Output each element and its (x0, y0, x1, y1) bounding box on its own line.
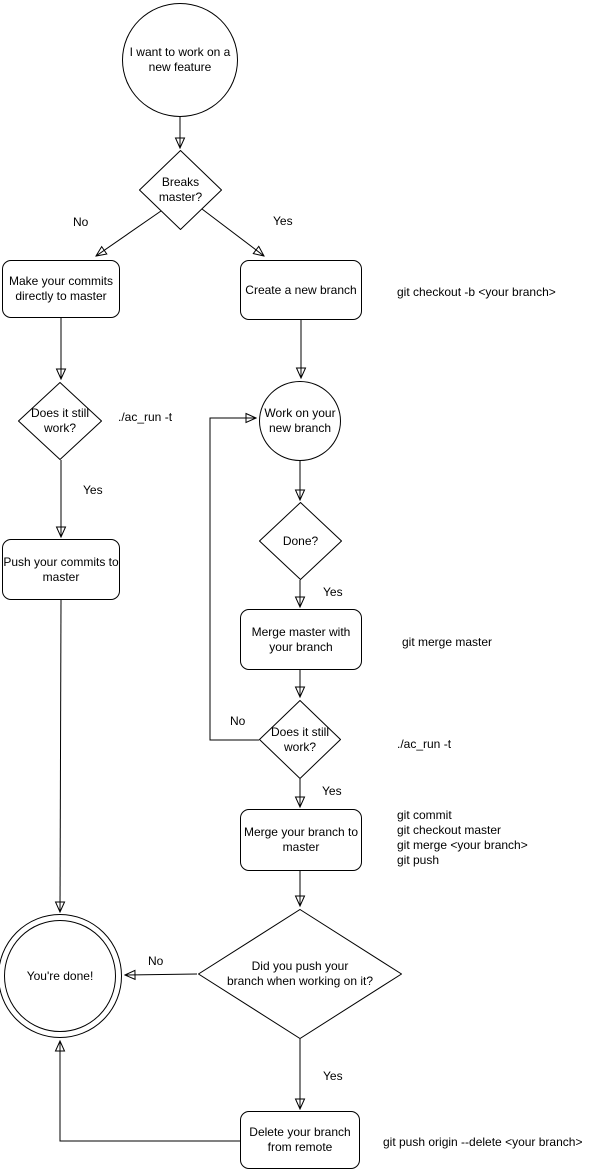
annotation-ac-run-left: ./ac_run -t (118, 410, 173, 424)
diamond-shape (198, 909, 402, 1039)
work-branch-node: Work on your new branch (259, 381, 341, 461)
edge-label-did-push-yes: Yes (322, 1069, 344, 1084)
annotation-delete-cmd: git push origin --delete <your branch> (383, 1135, 583, 1149)
still-work-left-decision: Does it still work? (18, 382, 102, 460)
edge-label-breaks-no: No (72, 215, 90, 230)
edge-label-still-right-yes: Yes (321, 784, 343, 799)
edge-label-done-yes: Yes (322, 585, 344, 600)
edge-delete-loop-to-done (60, 1041, 240, 1142)
diamond-shape (139, 150, 222, 230)
node-label: Does it still work? (270, 724, 329, 754)
node-label: Make your commits directly to master (8, 274, 114, 303)
push-commits-node: Push your commits to master (2, 539, 120, 600)
node-label: Does it still work? (30, 406, 89, 435)
delete-remote-node: Delete your branch from remote (240, 1111, 360, 1169)
node-label: Breaks master? (158, 175, 203, 204)
node-label: Delete your branch from remote (249, 1125, 351, 1154)
annotation-line: git merge <your branch> (397, 838, 528, 852)
node-label: Did you push your branch when working on… (226, 959, 374, 988)
annotation-merge-branch-cmds: git commit git checkout master git merge… (397, 808, 528, 868)
did-push-decision: Did you push your branch when working on… (198, 909, 402, 1039)
node-label: You're done! (26, 968, 94, 983)
edge-didpush-no (125, 974, 198, 975)
node-label: I want to work on a new feature (129, 45, 231, 74)
done-decision: Done? (259, 502, 342, 580)
still-work-right-decision: Does it still work? (259, 700, 341, 779)
node-label: Work on your new branch (264, 406, 336, 435)
youre-done-node: You're done! (0, 914, 122, 1038)
edge-label-did-push-no: No (147, 954, 165, 969)
node-label: Create a new branch (245, 282, 357, 297)
diamond-shape (259, 502, 342, 580)
node-label: Merge your branch to master (243, 825, 359, 854)
breaks-master-decision: Breaks master? (139, 150, 222, 230)
node-label: Done? (282, 533, 319, 548)
node-label: Merge master with your branch (251, 624, 351, 654)
start-node: I want to work on a new feature (122, 3, 238, 117)
merge-master-node: Merge master with your branch (240, 609, 362, 670)
edge-stillwork2-no-loop (209, 418, 259, 741)
node-label: Push your commits to master (3, 554, 119, 584)
edge-label-still-left-yes: Yes (82, 483, 104, 498)
make-commits-node: Make your commits directly to master (2, 260, 120, 318)
edge-label-still-right-no: No (229, 714, 247, 729)
edge-push-to-done-circle (60, 599, 61, 912)
edge-label-breaks-yes: Yes (272, 214, 294, 229)
annotation-line: git commit (397, 808, 452, 822)
create-branch-node: Create a new branch (240, 260, 362, 320)
annotation-ac-run-right: ./ac_run -t (397, 737, 452, 751)
annotation-checkout-cmd: git checkout -b <your branch> (397, 285, 556, 299)
annotation-merge-master-cmd: git merge master (402, 635, 493, 649)
diamond-shape (259, 700, 341, 779)
inner-circle-ring (4, 920, 116, 1032)
annotation-line: git push (397, 853, 440, 867)
merge-branch-node: Merge your branch to master (240, 809, 362, 871)
diamond-shape (18, 382, 102, 460)
annotation-line: git checkout master (397, 823, 502, 837)
